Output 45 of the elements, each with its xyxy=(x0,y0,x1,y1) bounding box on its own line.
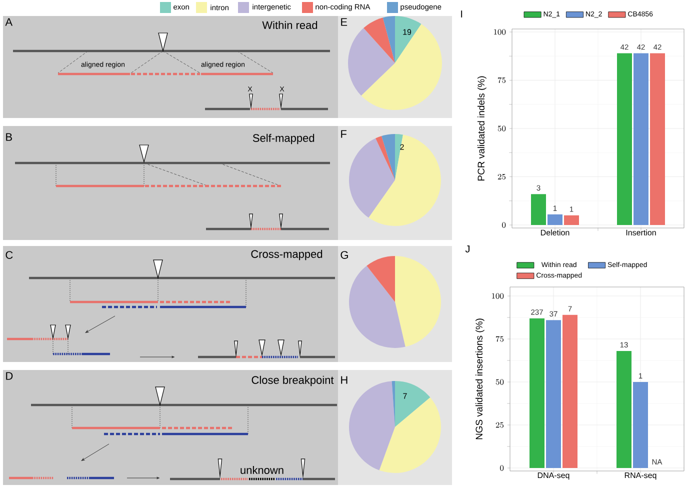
panel-letter: I xyxy=(461,10,462,18)
y-tick-label: 50 xyxy=(498,126,506,132)
bar xyxy=(633,53,648,225)
y-tick-label: 100 xyxy=(494,29,506,35)
panel-letter: E xyxy=(341,18,348,26)
panel-title: Within read xyxy=(262,20,318,30)
y-axis-title: PCR validated indels (%) xyxy=(478,76,486,181)
panel-letter: J xyxy=(465,246,470,252)
y-tick-label: 100 xyxy=(492,293,504,299)
panel-letter: A xyxy=(5,18,13,26)
x-tick-label: DNA-seq xyxy=(538,472,570,480)
panel-title: Self-mapped xyxy=(252,134,314,144)
bar xyxy=(562,314,578,468)
y-tick-label: 0 xyxy=(500,465,504,471)
panel-letter: G xyxy=(340,251,348,259)
panel-letter: H xyxy=(341,376,348,384)
y-tick-label: 75 xyxy=(496,336,504,342)
slice-count: 7 xyxy=(403,393,407,399)
bar xyxy=(531,194,546,225)
y-axis-title: NGS validated insertions (%) xyxy=(476,318,484,440)
bar xyxy=(617,53,632,225)
panel-letter: D xyxy=(6,372,13,380)
y-tick-label: 50 xyxy=(496,379,504,385)
region-label: unknown xyxy=(240,466,284,474)
x-tick-label: Deletion xyxy=(540,230,570,236)
bar xyxy=(564,215,579,225)
x-tick-label: RNA-seq xyxy=(624,472,656,480)
bar xyxy=(546,320,561,468)
panel-letter: C xyxy=(6,251,13,259)
bar xyxy=(650,53,665,225)
slice-count: 2 xyxy=(400,144,404,150)
bar xyxy=(616,351,632,468)
panel-title: Cross-mapped xyxy=(251,250,322,260)
y-tick-label: 25 xyxy=(496,422,504,428)
bar xyxy=(530,318,545,468)
y-tick-label: 25 xyxy=(498,174,506,180)
bar xyxy=(633,382,648,468)
bar xyxy=(548,214,562,225)
slice-count: 19 xyxy=(403,29,412,35)
panel-letter: F xyxy=(341,130,346,138)
y-tick-label: 0 xyxy=(502,222,506,228)
y-tick-label: 75 xyxy=(498,77,506,83)
x-tick-label: Insertion xyxy=(626,230,656,236)
panel-letter: B xyxy=(6,133,12,141)
panel-title: Close breakpoint xyxy=(252,376,334,386)
